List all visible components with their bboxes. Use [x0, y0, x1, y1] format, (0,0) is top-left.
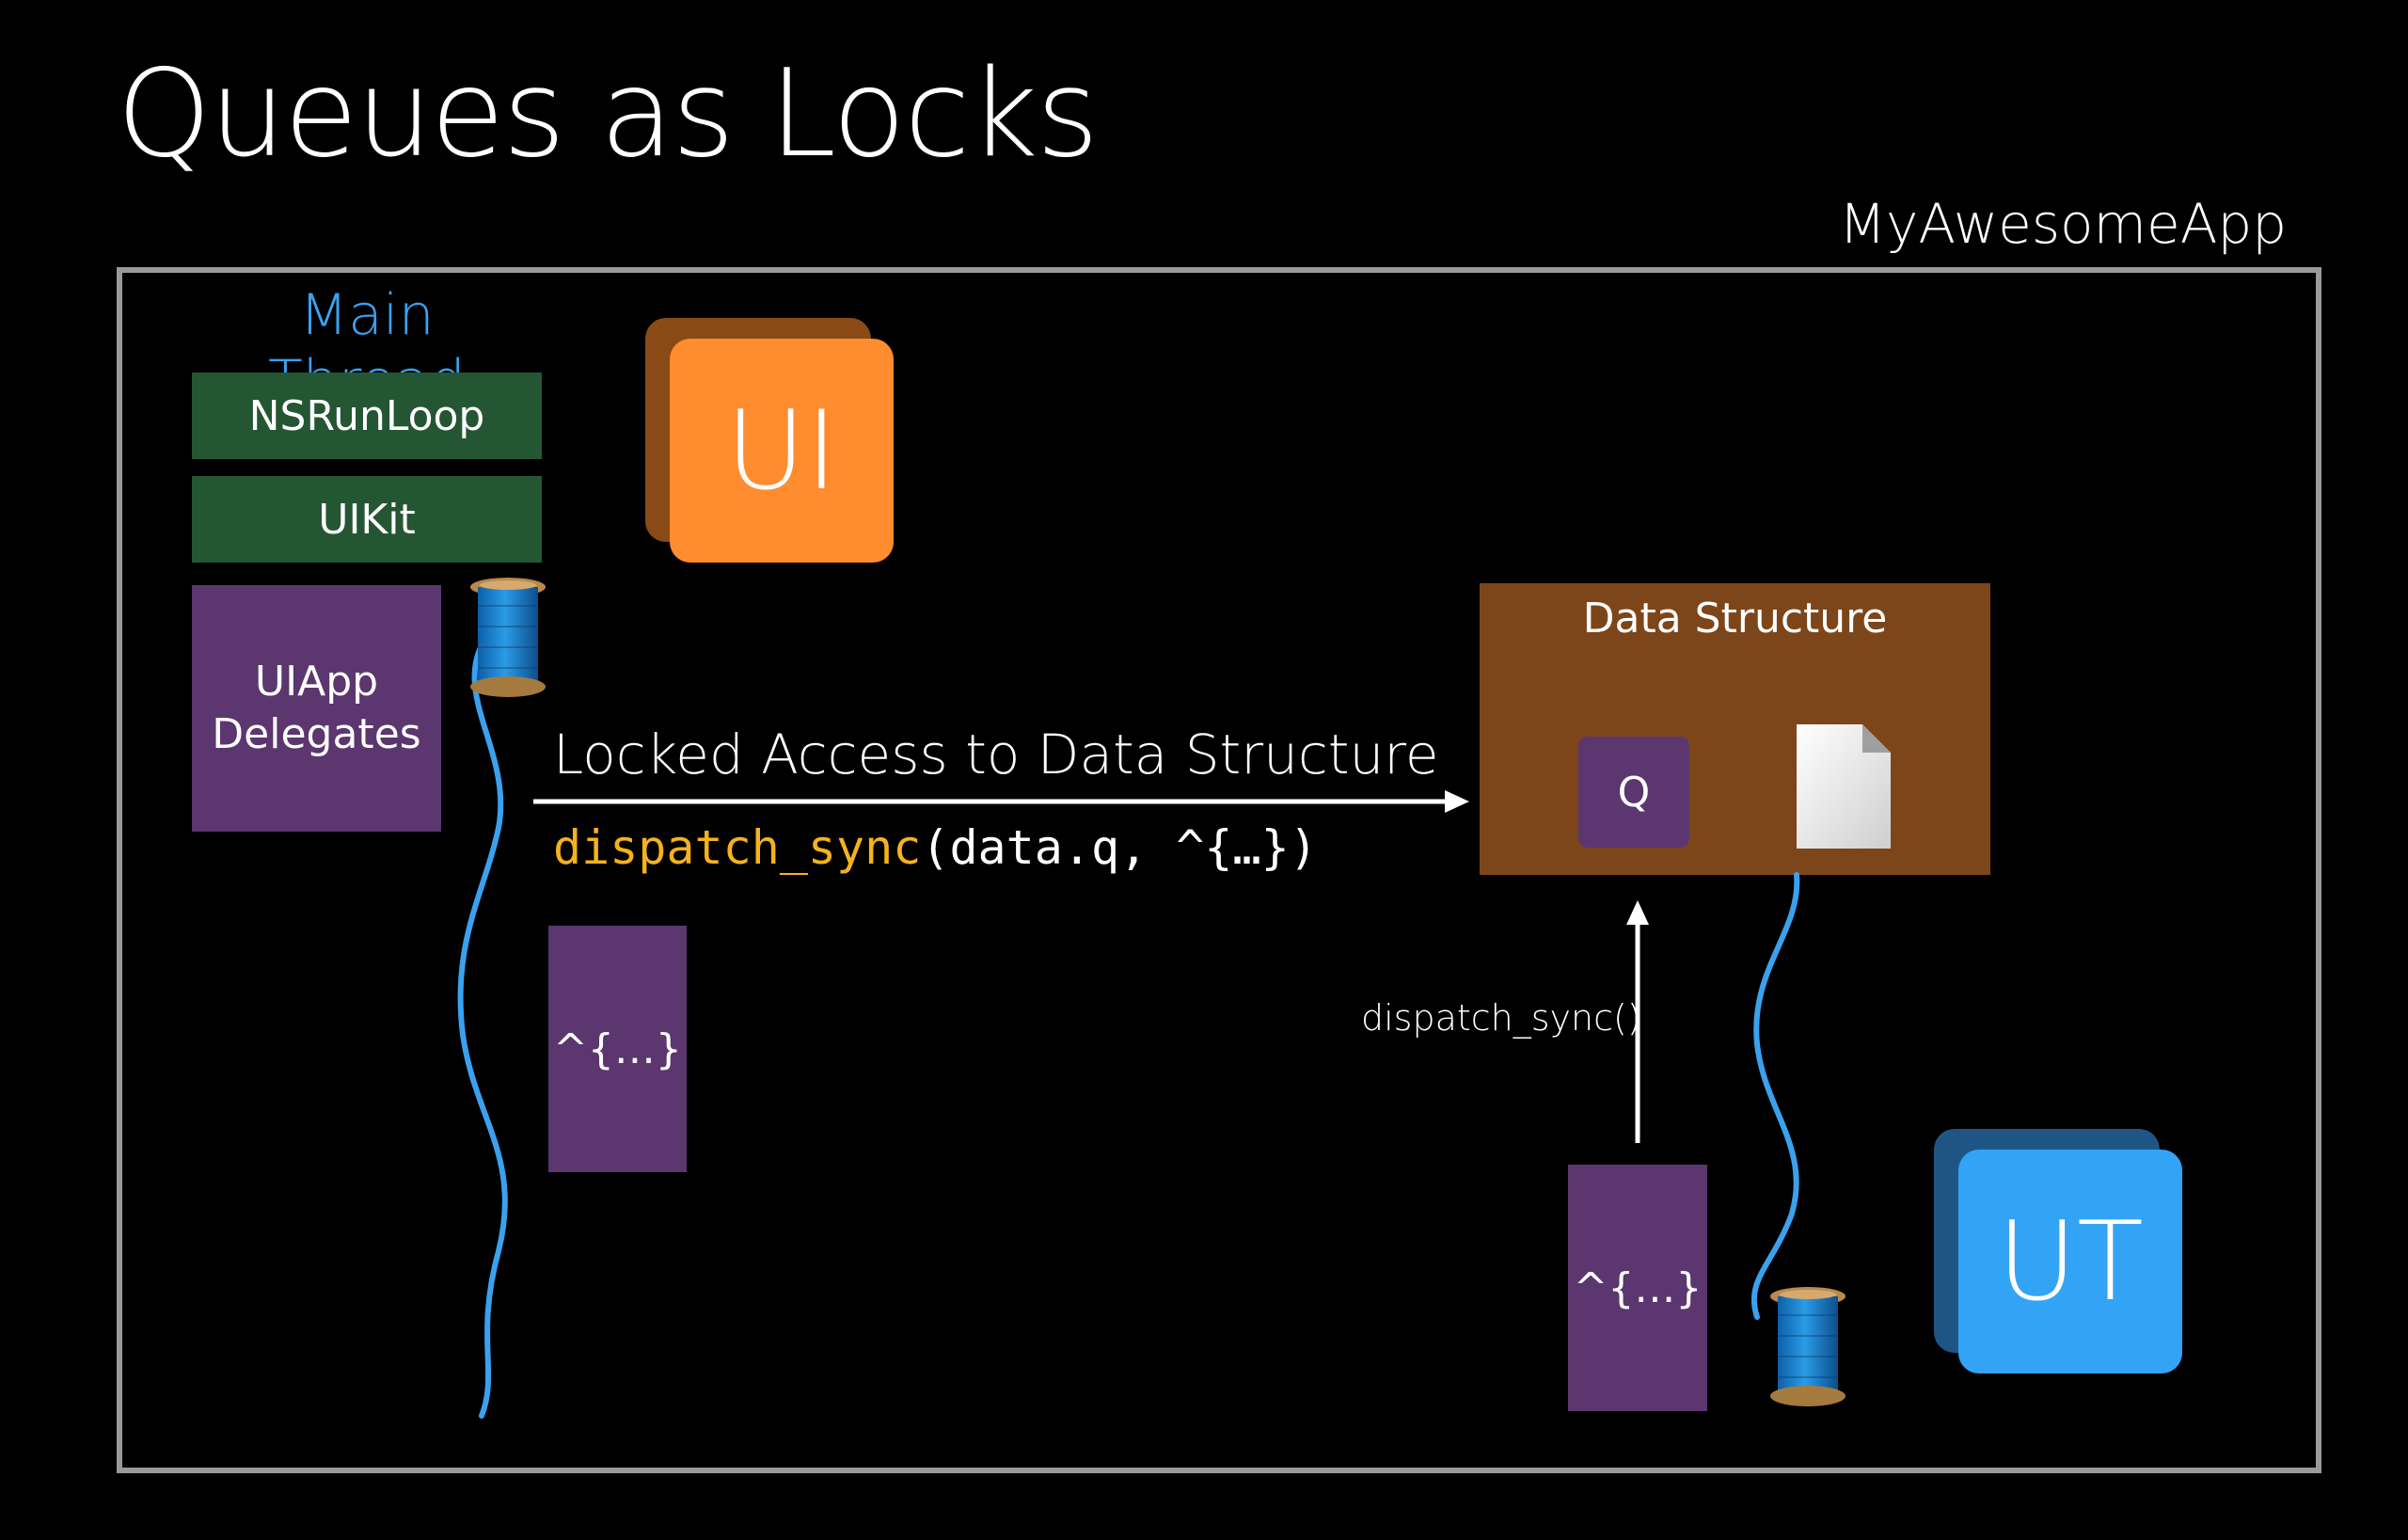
uiapp-delegates-label: UIApp Delegates: [212, 658, 421, 758]
uikit-label: UIKit: [318, 495, 416, 544]
uikit-box: UIKit: [192, 476, 542, 563]
queue-label: Q: [1617, 768, 1651, 817]
main-block-label: ^{…}: [553, 1024, 682, 1073]
dispatch-sync-code: dispatch_sync(data.q, ^{…}): [553, 820, 1318, 875]
ut-dispatch-sync-label: dispatch_sync(): [1361, 997, 1641, 1039]
nsrunloop-box: NSRunLoop: [192, 373, 542, 459]
spool-icon: [470, 578, 546, 697]
locked-access-label: Locked Access to Data Structure: [553, 722, 1439, 786]
app-label: MyAwesomeApp: [1839, 192, 2288, 256]
ut-block-label: ^{…}: [1573, 1263, 1703, 1312]
ut-thread-line: [1751, 872, 1800, 1320]
ut-block: ^{…}: [1568, 1165, 1707, 1411]
data-structure-box: [1480, 583, 1990, 875]
document-icon: [1797, 724, 1891, 849]
code-function: dispatch_sync: [553, 820, 922, 875]
slide-title: Queues as Locks: [117, 44, 1099, 184]
arrow-right-icon: [533, 790, 1469, 813]
ui-tile: UI: [670, 339, 894, 563]
code-args: (data.q, ^{…}): [921, 820, 1318, 875]
main-thread-line: [457, 637, 508, 1419]
ut-tile: UT: [1958, 1150, 2182, 1373]
queue-box: Q: [1578, 737, 1689, 848]
uiapp-delegates-box: UIApp Delegates: [192, 585, 441, 832]
main-block: ^{…}: [548, 926, 687, 1172]
ut-tile-label: UT: [1997, 1198, 2144, 1326]
arrow-up-icon: [1626, 900, 1649, 1143]
app-frame: [117, 267, 2321, 1473]
nsrunloop-label: NSRunLoop: [248, 391, 485, 440]
data-structure-title: Data Structure: [1582, 595, 1888, 643]
ui-tile-label: UI: [725, 387, 838, 515]
spool-icon: [1770, 1287, 1846, 1406]
